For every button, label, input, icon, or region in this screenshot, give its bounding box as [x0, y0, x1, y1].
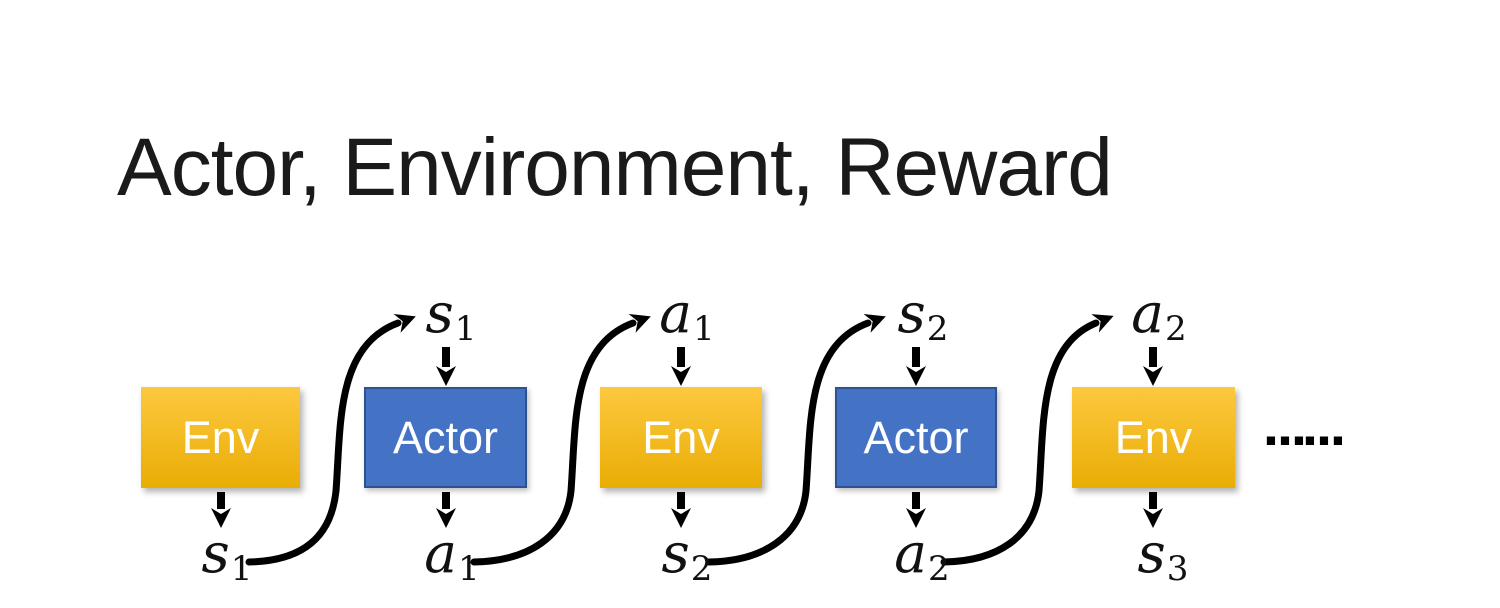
label-subscript: 1	[454, 309, 477, 350]
label-base: s	[1137, 521, 1166, 585]
curve-arrow-s1-carry	[245, 313, 416, 566]
top-label-s2: s2	[898, 286, 949, 347]
label-base: a	[894, 521, 928, 585]
env-box-3: Env	[1072, 387, 1235, 488]
actor-box-1: Actor	[364, 387, 527, 488]
label-subscript: 1	[230, 549, 253, 590]
bottom-label-s1: s1	[202, 526, 253, 587]
label-base: s	[897, 281, 926, 345]
label-base: s	[425, 281, 454, 345]
curve-arrow-a2-carry	[940, 314, 1114, 566]
env-box-1: Env	[141, 387, 300, 488]
continuation-ellipsis: ……	[1262, 405, 1347, 454]
curve-arrow-a1-carry	[470, 313, 651, 566]
top-label-a1: a1	[659, 286, 714, 347]
slide-title: Actor, Environment, Reward	[117, 122, 1113, 213]
label-subscript: 2	[926, 309, 949, 350]
label-subscript: 1	[458, 549, 480, 590]
curve-arrow-s2-carry	[705, 313, 886, 566]
box-label: Env	[1114, 411, 1193, 463]
bottom-label-s2: s2	[662, 526, 713, 587]
label-subscript: 2	[690, 549, 713, 590]
actor-box-2: Actor	[835, 387, 997, 488]
label-base: a	[659, 281, 693, 345]
label-subscript: 2	[928, 549, 950, 590]
label-subscript: 3	[1166, 549, 1189, 590]
label-base: s	[201, 521, 230, 585]
bottom-label-a2: a2	[894, 526, 949, 587]
label-subscript: 1	[693, 309, 715, 350]
box-label: Env	[181, 411, 260, 463]
box-label: Actor	[863, 411, 969, 463]
bottom-label-a1: a1	[424, 526, 479, 587]
top-label-a2: a2	[1131, 286, 1186, 347]
label-subscript: 2	[1165, 309, 1187, 350]
env-box-2: Env	[600, 387, 762, 488]
top-label-s1: s1	[426, 286, 477, 347]
box-label: Env	[642, 411, 720, 463]
bottom-label-s3: s3	[1138, 526, 1189, 587]
label-base: s	[661, 521, 690, 585]
label-base: a	[1131, 281, 1165, 345]
box-label: Actor	[392, 411, 499, 463]
label-base: a	[424, 521, 458, 585]
